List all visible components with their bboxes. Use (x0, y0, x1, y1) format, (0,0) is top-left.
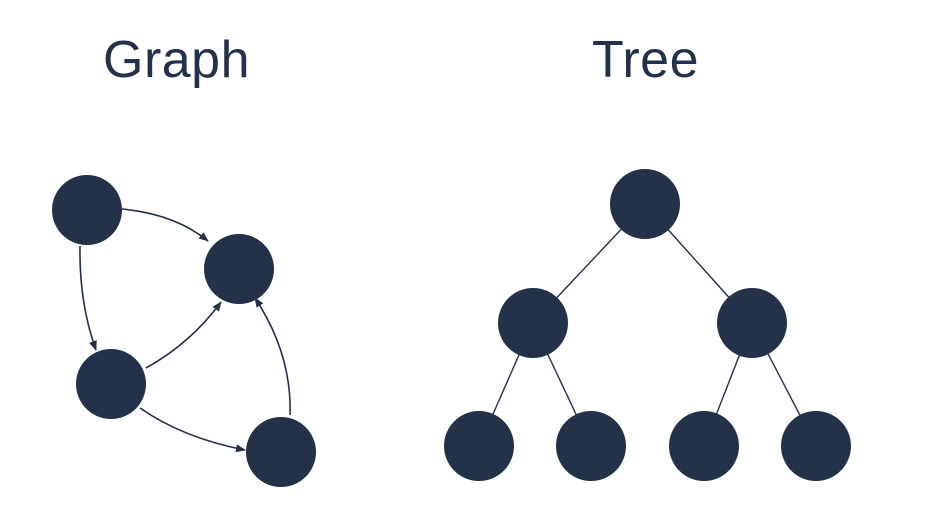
tree-title: Tree (592, 31, 699, 89)
tree-node-left-left (444, 411, 514, 481)
tree-node-right-right (781, 411, 851, 481)
graph-node-b (204, 234, 274, 304)
graph-edge-c-d (139, 407, 246, 453)
tree-node-left (498, 288, 568, 358)
tree-node-right-left (669, 411, 739, 481)
tree-node-root (610, 169, 680, 239)
graph-title: Graph (103, 31, 251, 89)
tree-node-left-right (556, 411, 626, 481)
tree-node-right (717, 288, 787, 358)
graph-edges (79, 208, 291, 453)
graph-node-d (246, 417, 316, 487)
graph-edge-d-b (254, 297, 291, 416)
graph-edge-c-b (145, 301, 222, 369)
graph-nodes (52, 175, 316, 487)
graph-node-c (76, 349, 146, 419)
graph-node-a (52, 175, 122, 245)
graph-edge-a-c (79, 245, 97, 351)
graph-edge-a-b (121, 208, 209, 242)
tree-nodes (444, 169, 851, 481)
